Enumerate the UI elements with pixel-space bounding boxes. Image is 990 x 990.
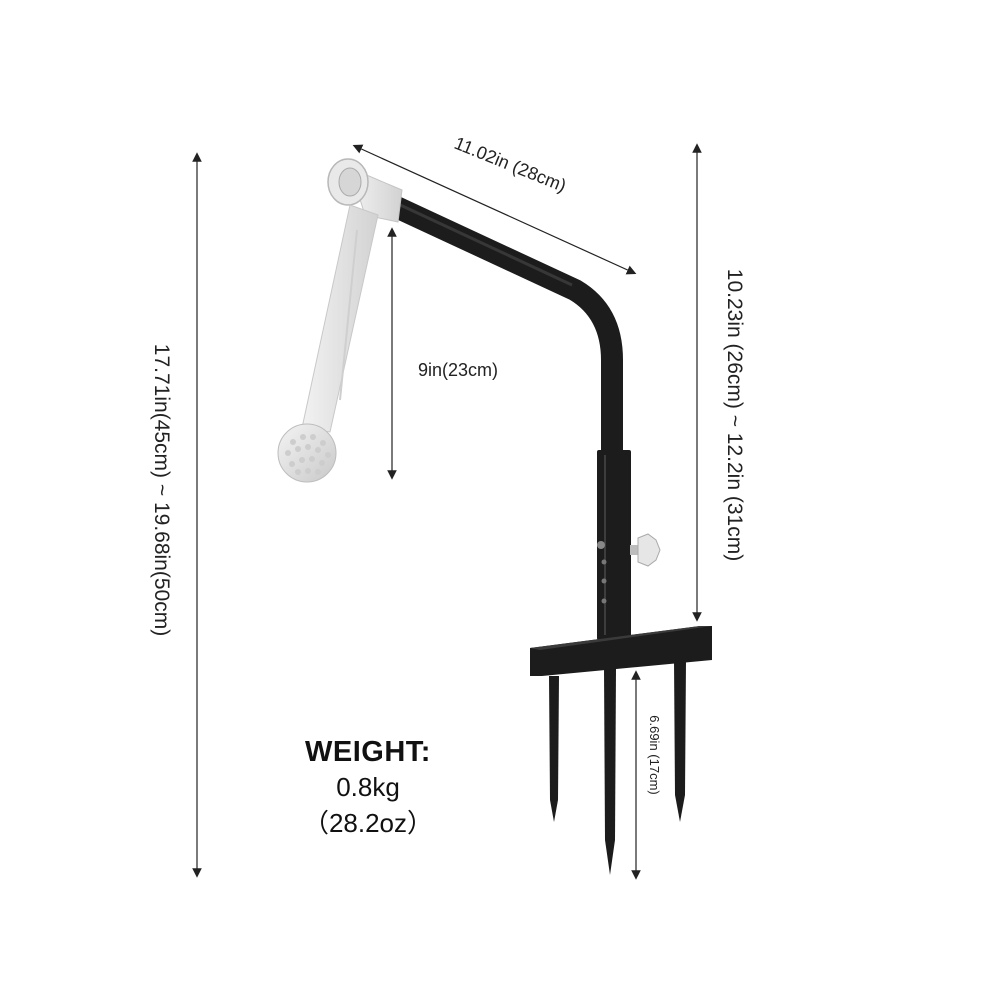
spike-right xyxy=(674,660,686,822)
post-height-label: 10.23in (26cm) ~ 12.2in (31cm) xyxy=(723,269,746,561)
curved-arm xyxy=(387,195,623,452)
spike-center xyxy=(604,668,616,875)
stand-frame xyxy=(387,195,712,875)
total-height-label: 17.71in(45cm) ~ 19.68in(50cm) xyxy=(150,344,173,636)
weight-title: WEIGHT: xyxy=(305,736,431,768)
golf-ball xyxy=(277,423,337,483)
dimension-arrows xyxy=(192,143,702,880)
swing-ball-arm xyxy=(277,158,403,483)
spike-left xyxy=(549,676,559,822)
weight-kg: 0.8kg xyxy=(336,772,400,802)
base-crossbar xyxy=(530,626,712,676)
arm-length-arrow xyxy=(352,144,637,275)
spike-length-label: 6.69in (17cm) xyxy=(647,715,662,794)
flex-strap xyxy=(301,204,379,433)
tightening-knob xyxy=(630,533,661,567)
arm-length-label: 11.02in (28cm) xyxy=(451,133,569,196)
weight-info: WEIGHT: 0.8kg （28.2oz） xyxy=(278,735,458,841)
weight-oz: （28.2oz） xyxy=(302,808,434,838)
lock-screw xyxy=(597,541,605,549)
drop-length-label: 9in(23cm) xyxy=(418,360,498,380)
